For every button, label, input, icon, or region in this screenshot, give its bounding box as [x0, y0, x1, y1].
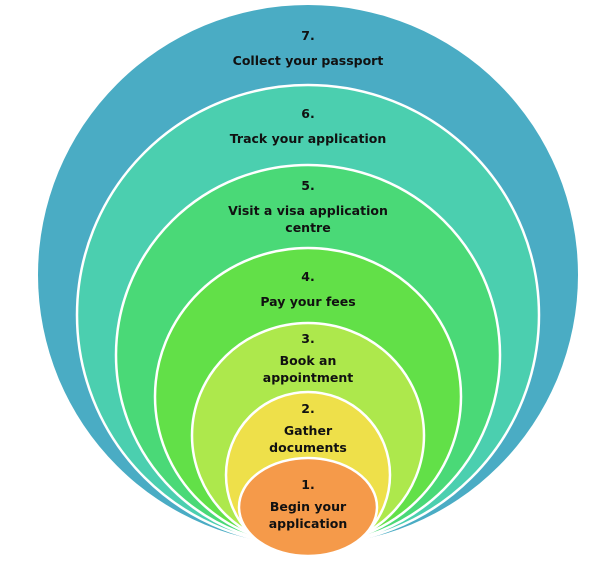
step-3-text-line1: Book an [279, 353, 337, 368]
step-2-text-line1: Gather [283, 423, 333, 438]
step-1-number: 1. [301, 477, 315, 492]
step-5-number: 5. [301, 178, 315, 193]
step-6-text: Track your application [229, 131, 387, 146]
step-3-text-line2: appointment [262, 370, 354, 385]
step-2-number: 2. [301, 401, 315, 416]
step-7-label: 7. Collect your passport [0, 27, 616, 69]
step-7-number: 7. [301, 28, 315, 43]
step-7-text: Collect your passport [232, 53, 384, 68]
step-5-text-line1: Visit a visa application [228, 203, 388, 218]
step-3-number: 3. [301, 331, 315, 346]
step-4-text: Pay your fees [260, 294, 356, 309]
step-4-number: 4. [301, 269, 315, 284]
step-1-ring [237, 456, 379, 558]
step-5-label: 5. Visit a visa application centre [0, 177, 616, 236]
step-6-number: 6. [301, 106, 315, 121]
step-1-text-line2: application [268, 516, 348, 531]
step-3-label: 3. Book an appointment [0, 330, 616, 386]
step-6-label: 6. Track your application [0, 105, 616, 147]
step-4-label: 4. Pay your fees [0, 268, 616, 310]
step-2-label: 2. Gather documents [0, 400, 616, 456]
step-1-text-line1: Begin your [269, 499, 347, 514]
step-1-label: 1. Begin your application [0, 476, 616, 532]
step-5-text-line2: centre [285, 220, 331, 235]
step-2-text-line2: documents [269, 440, 347, 455]
